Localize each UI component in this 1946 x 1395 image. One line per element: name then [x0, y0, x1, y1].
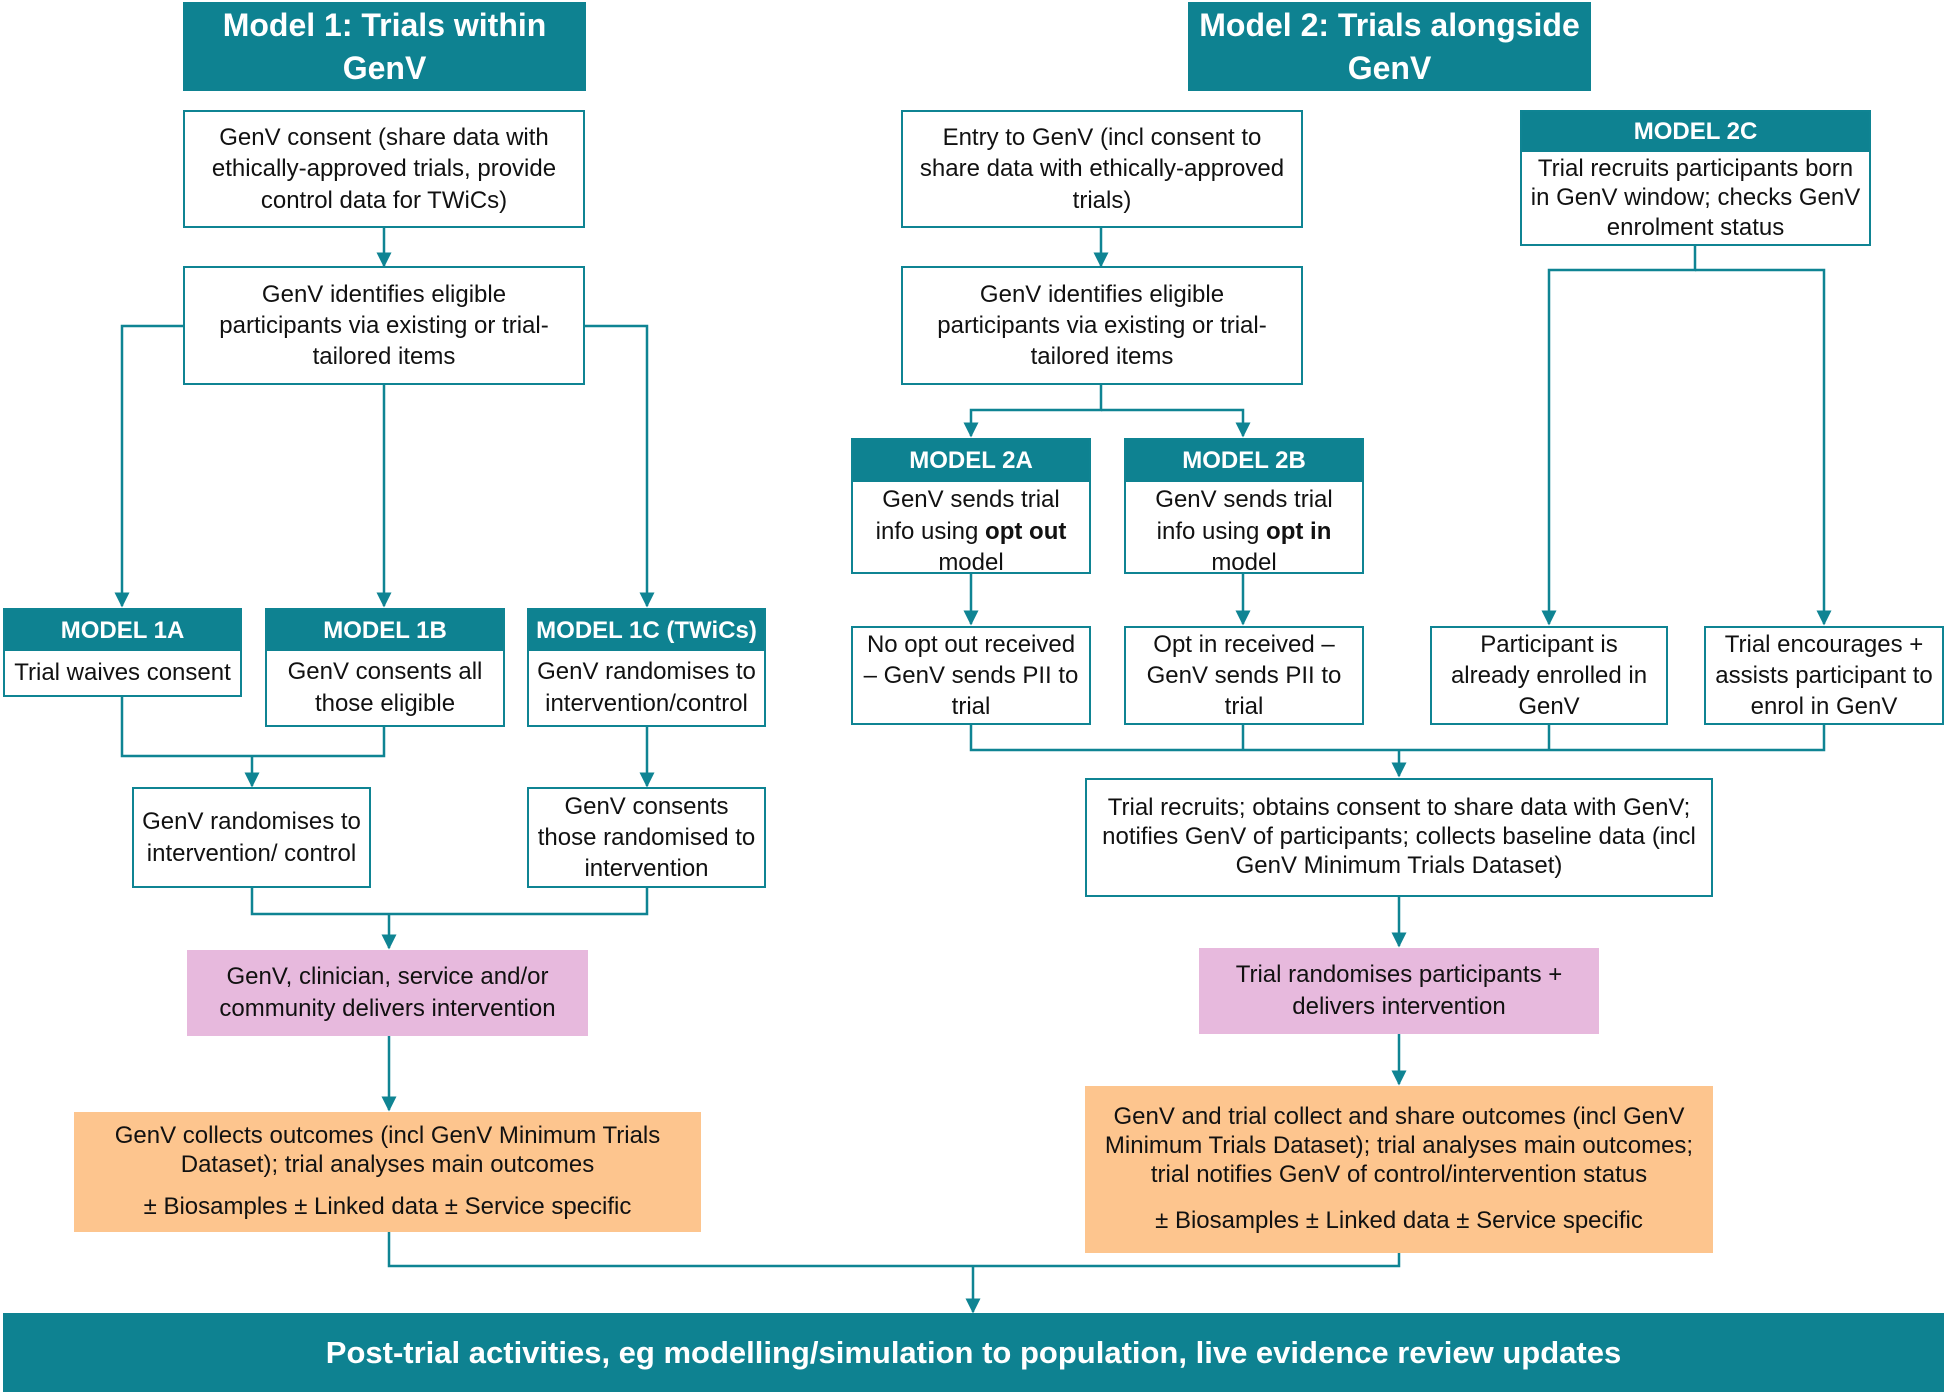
post-trial-text: Post-trial activities, eg modelling/simu…: [325, 1334, 1622, 1370]
model-2a-text-bold: opt out: [985, 517, 1067, 545]
model1-consents-randomised-box: GenV consents those randomised to interv…: [527, 787, 766, 888]
model-1b-box: MODEL 1B GenV consents all those eligibl…: [265, 608, 505, 727]
model-2b-text: GenV sends trial info using opt in model: [1126, 482, 1362, 581]
model-1c-box: MODEL 1C (TWiCs) GenV randomises to inte…: [527, 608, 766, 727]
model1-title: Model 1: Trials within GenV: [183, 2, 586, 91]
model-1a-text: Trial waives consent: [14, 659, 231, 687]
model2-outcomes-box: GenV and trial collect and share outcome…: [1085, 1086, 1713, 1253]
model1-extras-text: ± Biosamples ± Linked data ± Service spe…: [143, 1193, 632, 1221]
model2-no-opt-out-box: No opt out received – GenV sends PII to …: [851, 626, 1091, 725]
model-1a-label: MODEL 1A: [5, 610, 240, 651]
model-1c-label: MODEL 1C (TWiCs): [529, 610, 764, 651]
model1-outcomes-text: GenV collects outcomes (incl GenV Minimu…: [114, 1121, 661, 1178]
model1-randomises-box: GenV randomises to intervention/ control: [132, 787, 371, 888]
model2-opt-in-text: Opt in received – GenV sends PII to tria…: [1146, 630, 1342, 721]
model1-identifies-box: GenV identifies eligible participants vi…: [183, 266, 585, 385]
model-2b-text-pre: GenV sends trial info using: [1155, 486, 1333, 545]
model2-outcomes-text: GenV and trial collect and share outcome…: [1104, 1102, 1694, 1188]
post-trial-footer: Post-trial activities, eg modelling/simu…: [3, 1313, 1944, 1392]
model-1b-label: MODEL 1B: [267, 610, 503, 651]
model2-randomises-text: Trial randomises participants + delivers…: [1235, 961, 1563, 1020]
model-2a-text-pre: GenV sends trial info using: [875, 486, 1060, 545]
model2-no-opt-out-text: No opt out received – GenV sends PII to …: [863, 630, 1079, 721]
model1-title-line1: Model 1: Trials within: [222, 7, 547, 44]
model1-delivers-box: GenV, clinician, service and/or communit…: [187, 950, 588, 1036]
model2-already-enrolled-text: Participant is already enrolled in GenV: [1450, 630, 1648, 721]
model-2b-text-post: model: [1211, 549, 1277, 577]
model1-outcomes-box: GenV collects outcomes (incl GenV Minimu…: [74, 1112, 701, 1232]
model1-randomises-text: GenV randomises to intervention/ control: [142, 808, 361, 867]
model-2a-label: MODEL 2A: [853, 440, 1089, 482]
model2-entry-text: Entry to GenV (incl consent to share dat…: [919, 124, 1285, 214]
model1-consents-randomised-text: GenV consents those randomised to interv…: [537, 792, 756, 883]
model2-encourages-text: Trial encourages + assists participant t…: [1715, 630, 1933, 721]
model-2b-box: MODEL 2B GenV sends trial info using opt…: [1124, 438, 1364, 576]
model-2a-box: MODEL 2A GenV sends trial info using opt…: [851, 438, 1091, 576]
model1-consent-text: GenV consent (share data with ethically-…: [211, 124, 557, 214]
model2-title-line2: GenV: [1347, 49, 1432, 86]
model-2b-label: MODEL 2B: [1126, 440, 1362, 482]
model1-consent-box: GenV consent (share data with ethically-…: [183, 110, 585, 228]
model2-recruits-text: Trial recruits; obtains consent to share…: [1102, 794, 1696, 879]
model2-opt-in-box: Opt in received – GenV sends PII to tria…: [1124, 626, 1364, 725]
model2-already-enrolled-box: Participant is already enrolled in GenV: [1430, 626, 1668, 725]
model1-identifies-text: GenV identifies eligible participants vi…: [219, 280, 549, 371]
model2-identifies-box: GenV identifies eligible participants vi…: [901, 266, 1303, 385]
model-1b-text: GenV consents all those eligible: [287, 658, 483, 717]
model-2a-text-post: model: [938, 549, 1004, 577]
model-2c-text: Trial recruits participants born in GenV…: [1530, 155, 1861, 241]
model2-identifies-text: GenV identifies eligible participants vi…: [937, 280, 1267, 371]
model2-randomises-box: Trial randomises participants + delivers…: [1199, 948, 1599, 1034]
model-2c-label: MODEL 2C: [1522, 112, 1869, 152]
model2-encourages-box: Trial encourages + assists participant t…: [1704, 626, 1944, 725]
model-2b-text-bold: opt in: [1266, 517, 1332, 545]
model-1a-box: MODEL 1A Trial waives consent: [3, 608, 242, 697]
model-2a-text: GenV sends trial info using opt out mode…: [853, 482, 1089, 581]
model2-title-line1: Model 2: Trials alongside: [1199, 7, 1580, 44]
model-2c-box: MODEL 2C Trial recruits participants bor…: [1520, 110, 1871, 246]
model1-title-line2: GenV: [342, 49, 427, 86]
model2-recruits-box: Trial recruits; obtains consent to share…: [1085, 778, 1713, 897]
model2-extras-text: ± Biosamples ± Linked data ± Service spe…: [1155, 1207, 1643, 1235]
model2-entry-box: Entry to GenV (incl consent to share dat…: [901, 110, 1303, 228]
model-1c-text: GenV randomises to intervention/control: [537, 658, 756, 717]
model1-delivers-text: GenV, clinician, service and/or communit…: [219, 963, 556, 1022]
model2-title: Model 2: Trials alongside GenV: [1188, 2, 1591, 91]
